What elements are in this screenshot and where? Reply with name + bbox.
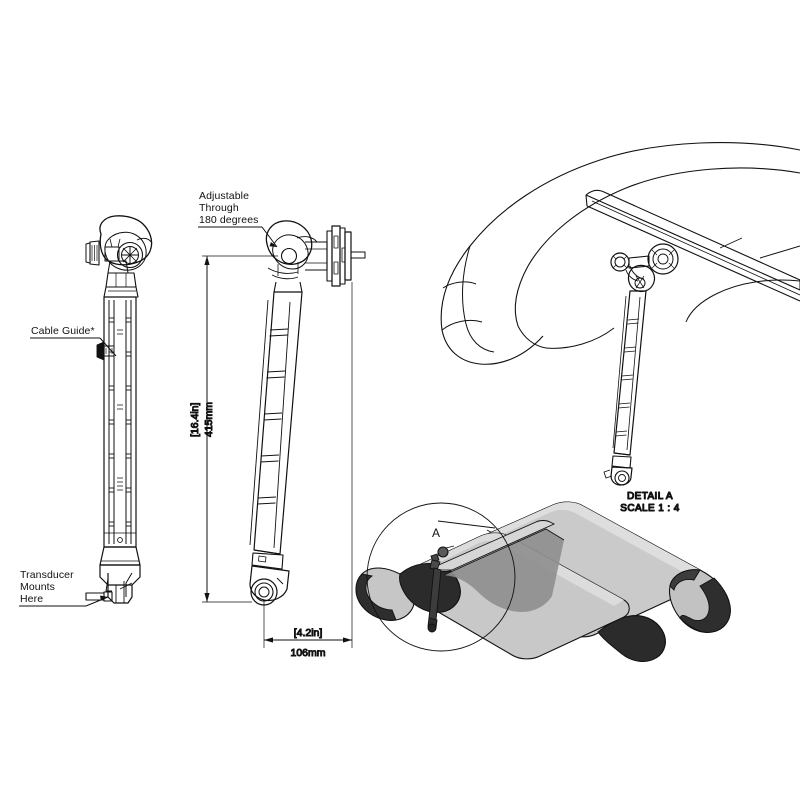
dimension-height-inches: [16.4in] bbox=[189, 402, 201, 437]
adjustable-label-line1: Adjustable bbox=[199, 190, 249, 202]
deck-shadow-face bbox=[443, 528, 565, 612]
dimension-width-inches: [4.2in] bbox=[294, 627, 323, 639]
detail-marker-a: A bbox=[432, 526, 440, 540]
transducer-mount-label-line1: Transducer bbox=[20, 569, 74, 581]
ball-joint-side bbox=[265, 220, 328, 280]
mount-assembly-detail bbox=[603, 243, 679, 486]
hull-bow-back bbox=[668, 569, 731, 633]
detail-a-scale: SCALE 1 : 4 bbox=[620, 503, 679, 514]
mounted-arm-isometric bbox=[427, 545, 455, 633]
ball-mount-head-front bbox=[85, 215, 153, 298]
adjustable-label-line3: 180 degrees bbox=[199, 214, 258, 226]
arm-shaft-side bbox=[249, 281, 303, 570]
cable-guide-clip bbox=[96, 341, 115, 361]
cable-guide-label: Cable Guide* bbox=[31, 325, 95, 337]
transducer-mount-label-line3: Here bbox=[20, 593, 43, 605]
dimension-height: [16.4in] 415mm bbox=[189, 255, 278, 603]
annotation-transducer-mount: Transducer Mounts Here bbox=[19, 569, 109, 607]
hull-band-back bbox=[597, 615, 666, 662]
detail-a-title: DETAIL A bbox=[627, 491, 673, 502]
hull-outline-detail bbox=[440, 142, 800, 365]
dimension-height-mm: 415mm bbox=[203, 402, 215, 437]
front-view-arm bbox=[85, 215, 153, 604]
dimension-width-mm: 106mm bbox=[290, 647, 325, 659]
gunwale-rail-detail bbox=[585, 189, 800, 302]
annotation-cable-guide: Cable Guide* bbox=[30, 325, 117, 357]
transducer-mount-label-line2: Mounts bbox=[20, 581, 55, 593]
detail-a-view: DETAIL A SCALE 1 : 4 bbox=[440, 142, 800, 515]
annotation-adjustable: Adjustable Through 180 degrees bbox=[198, 190, 278, 248]
adjustable-label-line2: Through bbox=[199, 202, 239, 214]
detail-circle-a: A bbox=[366, 502, 516, 652]
transducer-bracket-front bbox=[85, 546, 141, 604]
mounting-plate-side bbox=[326, 225, 366, 287]
isometric-catamaran-view: A bbox=[355, 501, 731, 662]
dimension-width: [4.2in] 106mm bbox=[263, 282, 353, 660]
